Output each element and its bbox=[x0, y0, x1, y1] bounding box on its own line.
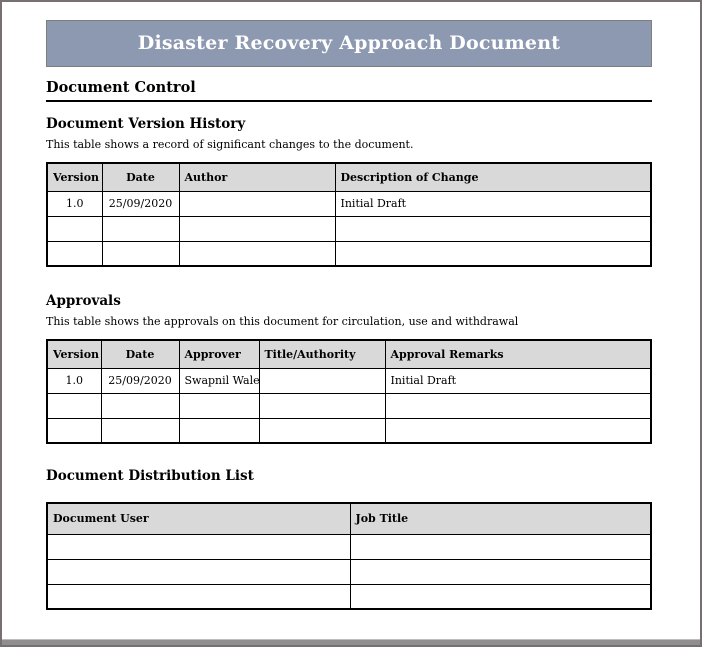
table-cell[interactable] bbox=[384, 417, 652, 444]
table-cell[interactable] bbox=[101, 215, 180, 242]
table-cell[interactable] bbox=[334, 240, 652, 267]
table-cell[interactable] bbox=[46, 583, 351, 610]
column-header: Title/Authority bbox=[258, 339, 386, 369]
table-cell[interactable] bbox=[178, 190, 336, 217]
table-cell[interactable]: Initial Draft bbox=[334, 190, 652, 217]
subsection-heading-approvals: Approvals bbox=[46, 293, 121, 309]
column-header: Date bbox=[100, 339, 180, 369]
column-header: Document User bbox=[46, 502, 351, 535]
table-cell[interactable] bbox=[101, 240, 180, 267]
table-row bbox=[46, 533, 652, 560]
table-cell[interactable] bbox=[100, 392, 180, 419]
table-row bbox=[46, 240, 652, 267]
subsection-heading-version-history: Document Version History bbox=[46, 116, 246, 132]
table-cell[interactable] bbox=[384, 392, 652, 419]
table-cell[interactable] bbox=[349, 583, 652, 610]
table-cell[interactable]: 25/09/2020 bbox=[101, 190, 180, 217]
table-cell[interactable] bbox=[258, 367, 386, 394]
column-header: Version bbox=[46, 339, 102, 369]
column-header: Author bbox=[178, 162, 336, 192]
table-cell[interactable] bbox=[46, 392, 102, 419]
table-cell[interactable] bbox=[46, 558, 351, 585]
column-header: Job Title bbox=[349, 502, 652, 535]
column-header: Date bbox=[101, 162, 180, 192]
table-cell[interactable] bbox=[46, 417, 102, 444]
table-cell[interactable] bbox=[46, 533, 351, 560]
document-content: Disaster Recovery Approach Document Docu… bbox=[46, 20, 652, 610]
table-row bbox=[46, 215, 652, 242]
table-cell[interactable] bbox=[178, 240, 336, 267]
document-title: Disaster Recovery Approach Document bbox=[137, 32, 561, 54]
section-heading-document-control: Document Control bbox=[46, 79, 652, 102]
table-row bbox=[46, 392, 652, 419]
table-cell[interactable]: 1.0 bbox=[46, 190, 103, 217]
document-title-banner: Disaster Recovery Approach Document bbox=[46, 20, 652, 67]
version-history-intro-text: This table shows a record of significant… bbox=[46, 138, 414, 151]
table-cell[interactable] bbox=[46, 215, 103, 242]
table-cell[interactable] bbox=[100, 417, 180, 444]
table-row bbox=[46, 417, 652, 444]
window-bottom-bar bbox=[2, 639, 700, 645]
table-cell[interactable] bbox=[178, 392, 260, 419]
table-cell[interactable] bbox=[258, 417, 386, 444]
table-cell[interactable] bbox=[46, 240, 103, 267]
approvals-intro-text: This table shows the approvals on this d… bbox=[46, 315, 519, 328]
table-cell[interactable] bbox=[178, 417, 260, 444]
table-cell[interactable] bbox=[258, 392, 386, 419]
column-header: Version bbox=[46, 162, 103, 192]
table-cell[interactable]: Swapnil Wale bbox=[178, 367, 260, 394]
table-cell[interactable]: 25/09/2020 bbox=[100, 367, 180, 394]
column-header: Approver bbox=[178, 339, 260, 369]
column-header: Description of Change bbox=[334, 162, 652, 192]
table-cell[interactable]: Initial Draft bbox=[384, 367, 652, 394]
table-cell[interactable] bbox=[178, 215, 336, 242]
table-cell[interactable] bbox=[334, 215, 652, 242]
subsection-heading-distribution-list: Document Distribution List bbox=[46, 468, 254, 484]
table-row bbox=[46, 583, 652, 610]
table-cell[interactable] bbox=[349, 558, 652, 585]
table-row bbox=[46, 558, 652, 585]
table-cell[interactable]: 1.0 bbox=[46, 367, 102, 394]
table-cell[interactable] bbox=[349, 533, 652, 560]
column-header: Approval Remarks bbox=[384, 339, 652, 369]
